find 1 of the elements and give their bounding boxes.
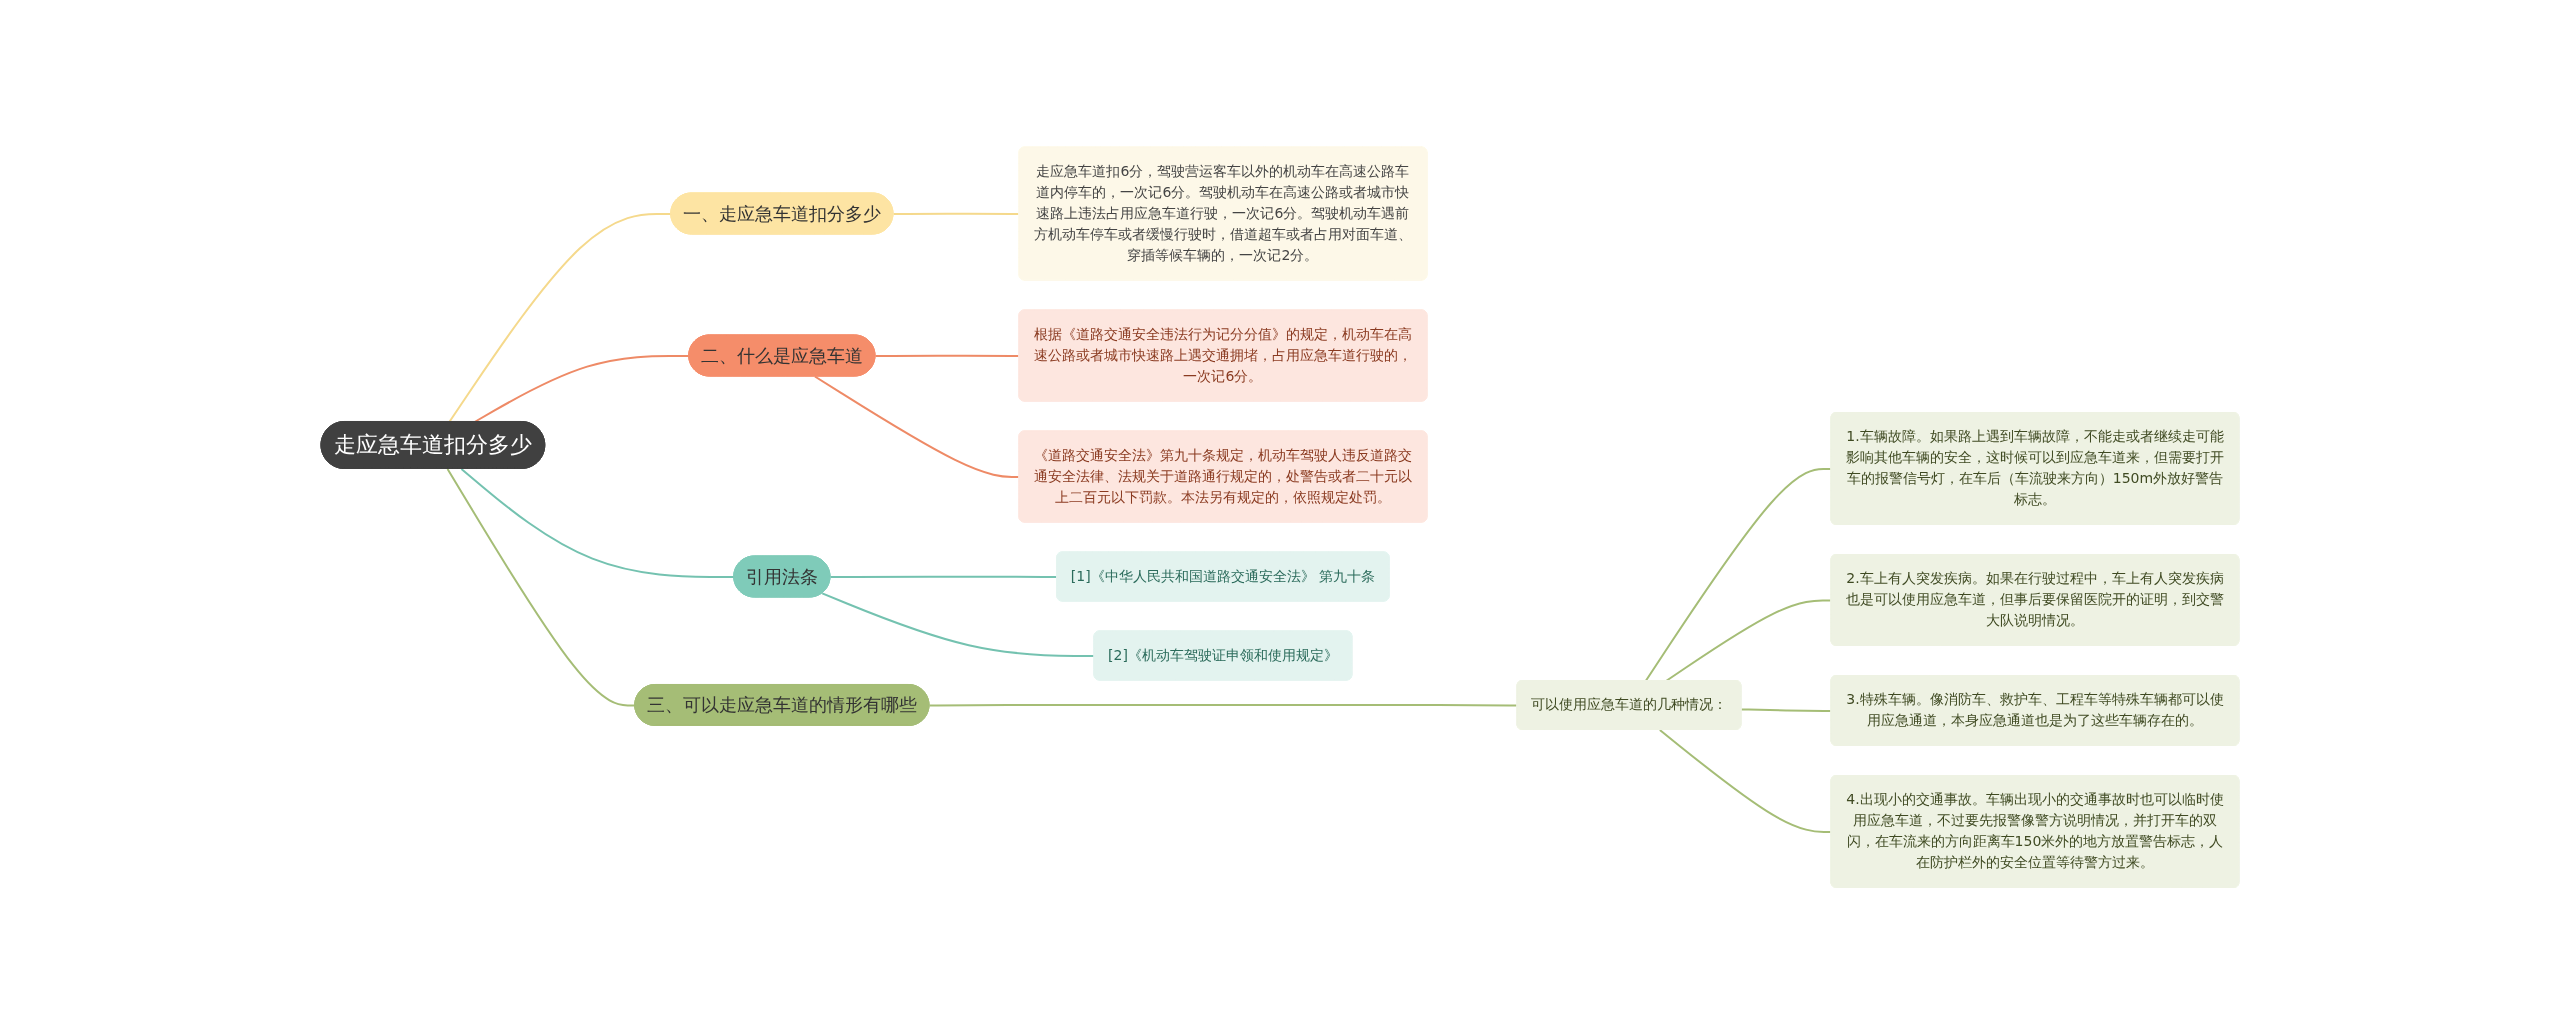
connector: [821, 592, 1096, 658]
